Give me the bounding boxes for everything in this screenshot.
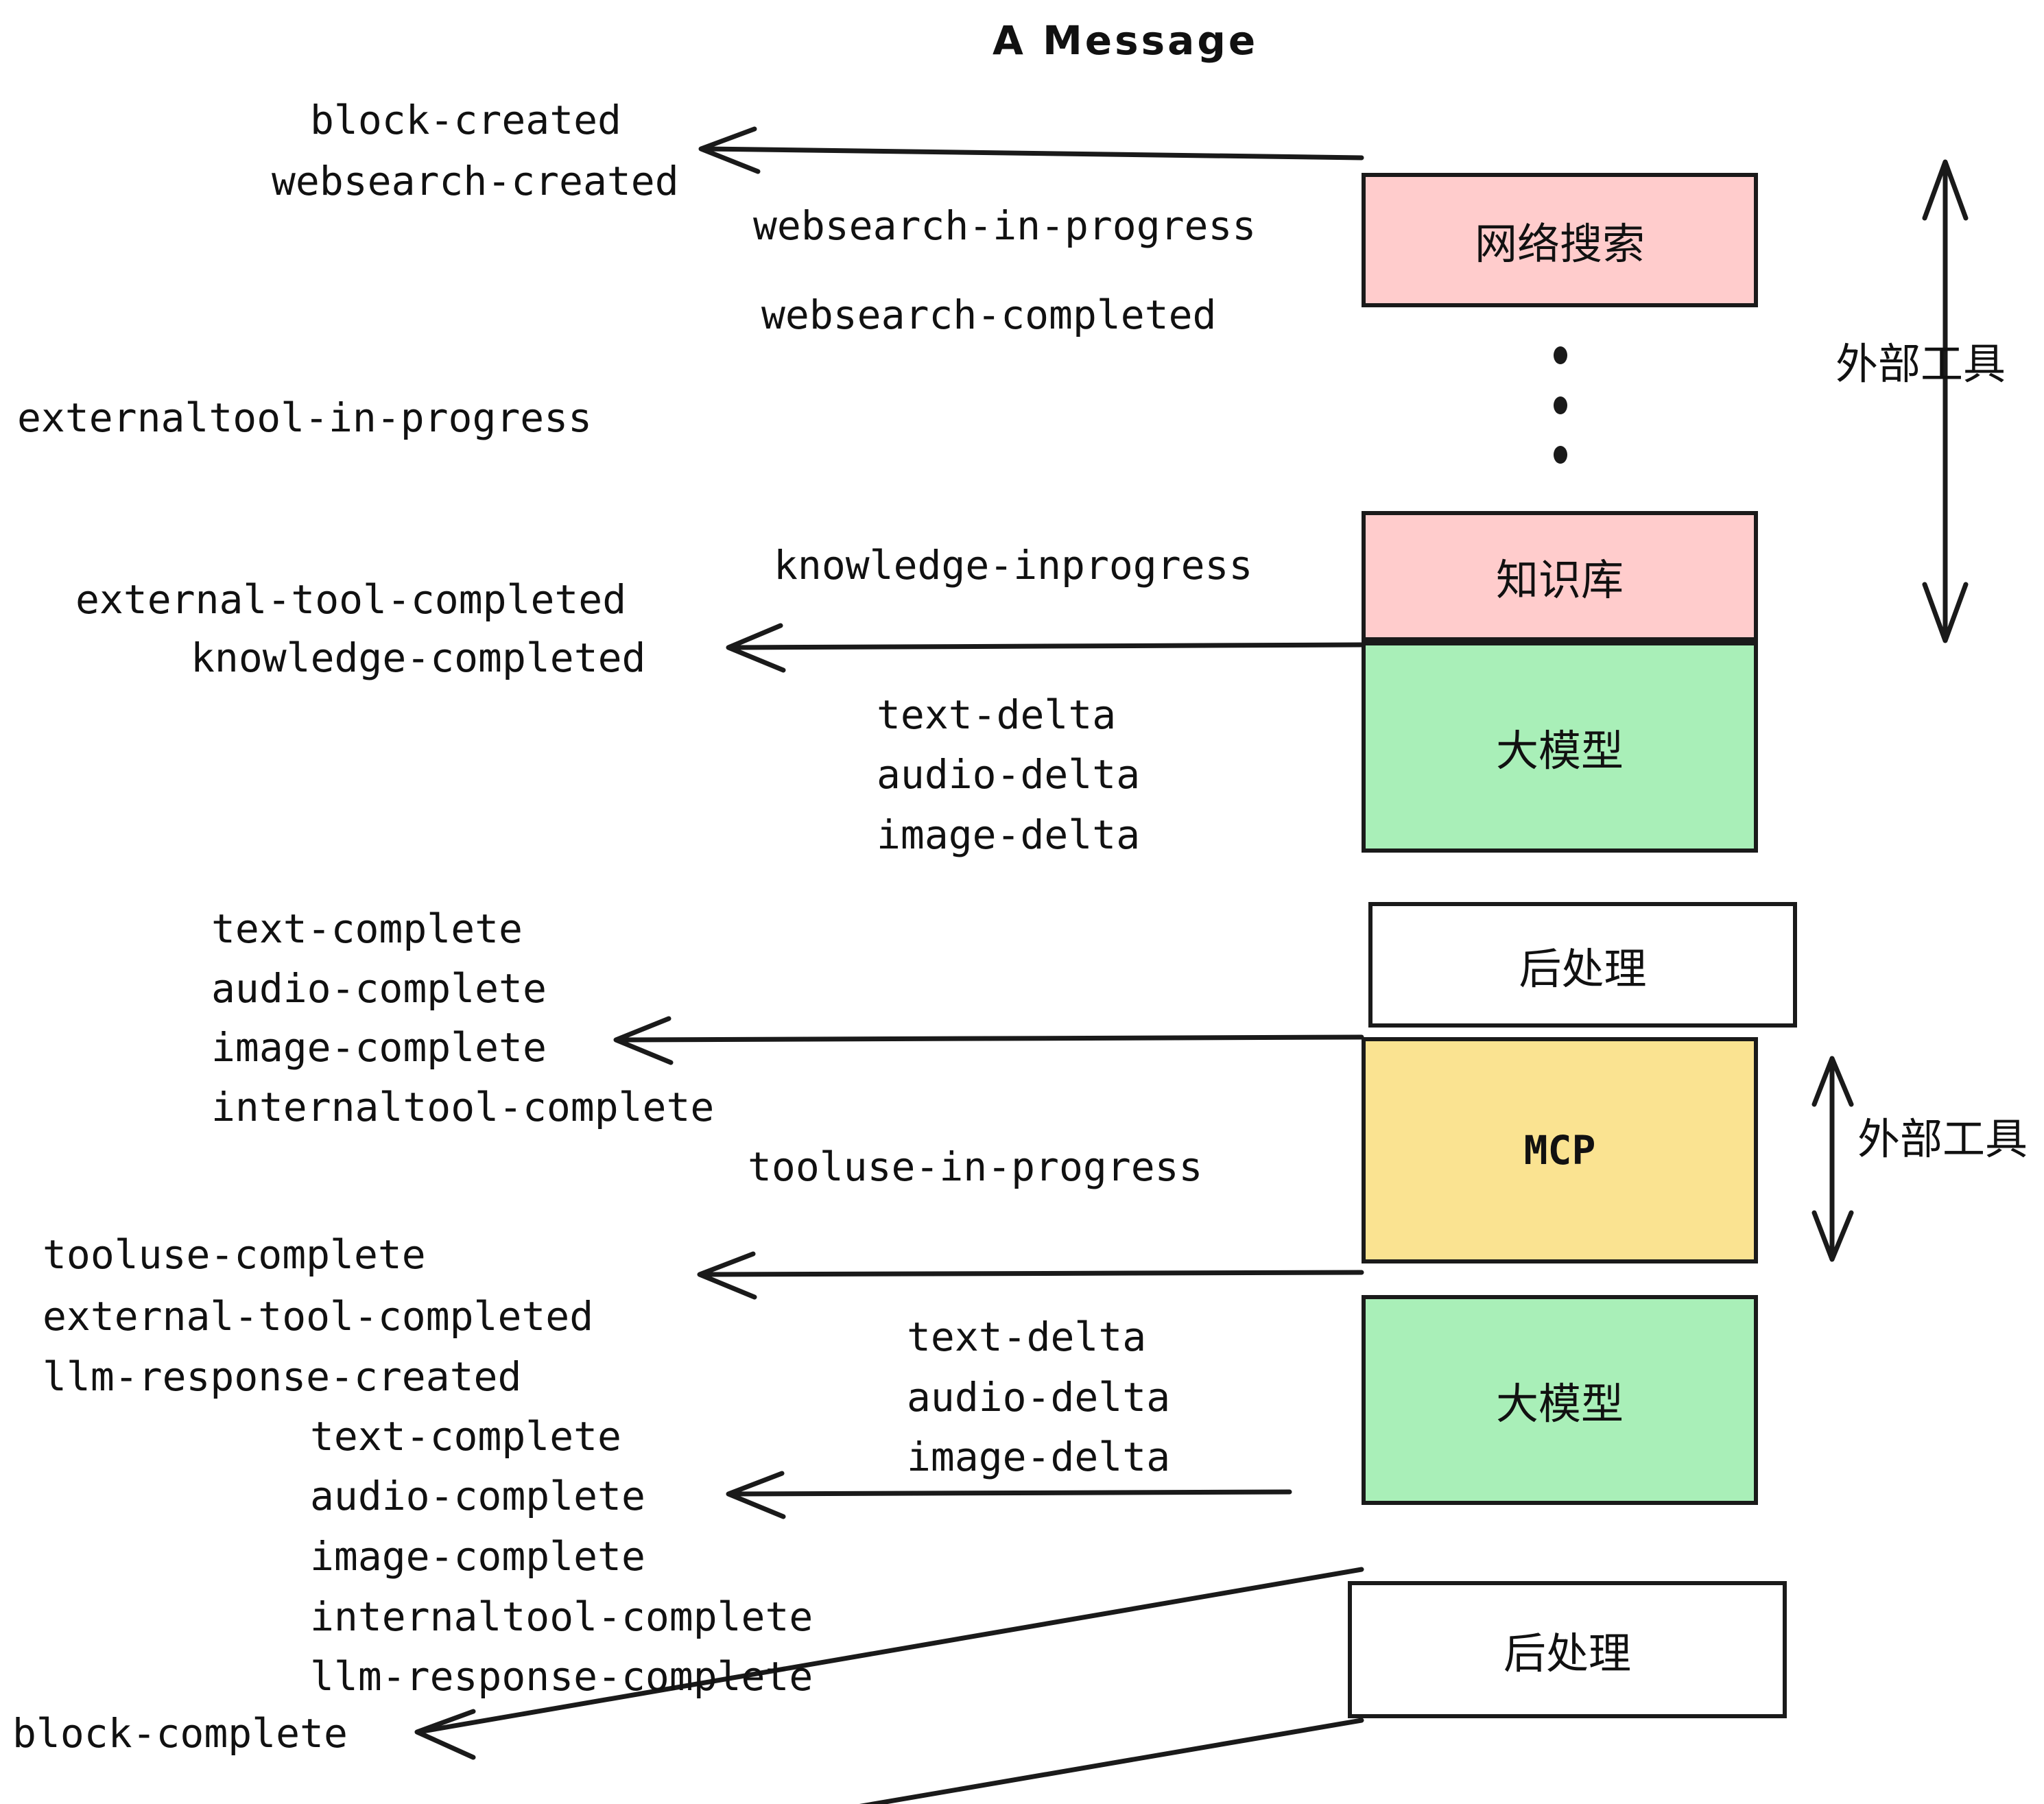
event-text-delta-1: text-delta <box>877 691 1117 738</box>
page-title: A Message <box>993 17 1259 64</box>
event-websearch-completed: websearch-completed <box>761 292 1217 338</box>
arrow-postprocess-to-image-complete <box>618 1034 1364 1043</box>
box-llm-top[interactable]: 大模型 <box>1362 641 1758 853</box>
event-audio-delta-2: audio-delta <box>907 1374 1171 1421</box>
event-external-tool-completed-2: external-tool-completed <box>43 1293 594 1340</box>
arrow-postprocess-to-image-complete-head <box>613 1016 674 1065</box>
arrow-llm-to-audio-complete-head <box>726 1471 786 1519</box>
axis-external-tools-bottom-head-down <box>1811 1210 1854 1262</box>
arrow-websearch-to-created <box>704 146 1364 161</box>
box-llm-bottom-label: 大模型 <box>1495 1379 1624 1429</box>
event-text-complete-1: text-complete <box>211 905 523 952</box>
event-external-tool-completed-1: external-tool-completed <box>75 576 627 623</box>
box-knowledge-label: 知识库 <box>1495 555 1624 605</box>
axis-external-tools-top-head-up <box>1922 159 1969 221</box>
event-websearch-created: websearch-created <box>272 158 679 204</box>
box-knowledge[interactable]: 知识库 <box>1362 511 1758 641</box>
event-audio-complete-1: audio-complete <box>211 965 547 1012</box>
event-text-complete-2: text-complete <box>310 1413 621 1460</box>
annotation-external-tools-top: 外部工具 <box>1835 339 2006 389</box>
box-mcp[interactable]: MCP <box>1362 1037 1758 1263</box>
event-audio-delta-1: audio-delta <box>877 751 1141 798</box>
event-knowledge-completed: knowledge-completed <box>191 634 646 681</box>
arrow-websearch-to-created-head <box>698 126 761 174</box>
arrow-knowledge-to-completed-head <box>726 623 786 673</box>
event-websearch-in-progress: websearch-in-progress <box>753 202 1257 249</box>
axis-external-tools-bottom-head-up <box>1811 1056 1854 1107</box>
box-mcp-label: MCP <box>1523 1127 1596 1174</box>
event-knowledge-inprogress: knowledge-inprogress <box>774 542 1253 589</box>
arrow-llm-to-audio-complete <box>731 1489 1292 1497</box>
event-llm-response-created: llm-response-created <box>43 1353 522 1400</box>
event-externaltool-in-progress: externaltool-in-progress <box>17 394 593 441</box>
box-postprocess-top[interactable]: 后处理 <box>1368 902 1797 1028</box>
box-llm-top-label: 大模型 <box>1495 726 1624 776</box>
box-postprocess-bottom[interactable]: 后处理 <box>1348 1581 1787 1718</box>
ellipsis-dot-2 <box>1554 396 1567 414</box>
event-tooluse-in-progress: tooluse-in-progress <box>748 1143 1203 1190</box>
event-image-complete-2: image-complete <box>310 1533 645 1580</box>
event-block-created: block-created <box>310 97 621 143</box>
event-llm-response-complete: llm-response-complete <box>310 1653 813 1700</box>
box-postprocess-bottom-label: 后处理 <box>1503 1628 1631 1678</box>
arrow-mcp-to-tooluse-complete <box>702 1270 1364 1277</box>
event-image-delta-2: image-delta <box>907 1434 1171 1480</box>
event-internaltool-complete-2: internaltool-complete <box>310 1593 813 1640</box>
arrow-knowledge-to-completed <box>731 642 1364 650</box>
arrow-postprocess-to-block-complete <box>859 1718 1364 1804</box>
event-tooluse-complete: tooluse-complete <box>43 1231 426 1278</box>
annotation-external-tools-bottom: 外部工具 <box>1857 1114 2028 1164</box>
box-postprocess-top-label: 后处理 <box>1519 943 1647 994</box>
arrow-postprocess-to-block-complete-head <box>414 1709 476 1760</box>
event-text-delta-2: text-delta <box>907 1314 1147 1360</box>
event-internaltool-complete-1: internaltool-complete <box>211 1084 715 1130</box>
box-websearch[interactable]: 网络搜索 <box>1362 173 1758 307</box>
box-llm-bottom[interactable]: 大模型 <box>1362 1295 1758 1505</box>
box-websearch-label: 网络搜索 <box>1474 219 1645 269</box>
event-audio-complete-2: audio-complete <box>310 1473 645 1519</box>
event-image-complete-1: image-complete <box>211 1024 547 1071</box>
ellipsis-dot-3 <box>1554 446 1567 464</box>
axis-external-tools-top-head-down <box>1922 582 1969 643</box>
arrow-mcp-to-tooluse-complete-head <box>697 1251 757 1300</box>
ellipsis-dot-1 <box>1554 346 1567 364</box>
event-image-delta-1: image-delta <box>877 811 1141 858</box>
event-block-complete: block-complete <box>12 1710 348 1757</box>
